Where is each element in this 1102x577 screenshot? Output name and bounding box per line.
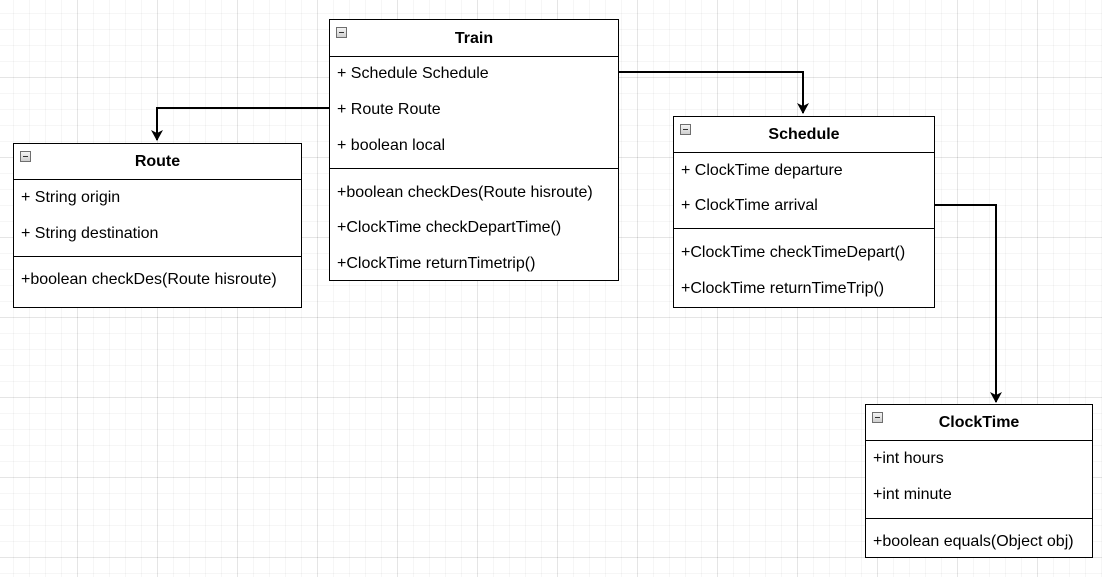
class-clocktime-header[interactable]: ClockTime (866, 405, 1092, 441)
class-route-title: Route (134, 153, 181, 170)
class-schedule-header[interactable]: Schedule (674, 117, 934, 153)
attribute-row[interactable]: + String origin (21, 189, 121, 206)
class-divider (866, 518, 1092, 519)
method-row[interactable]: +boolean equals(Object obj) (873, 533, 1074, 550)
class-route[interactable]: Route + String origin + String destinati… (13, 143, 302, 308)
class-train-title: Train (454, 30, 494, 47)
method-row[interactable]: +ClockTime returnTimetrip() (337, 255, 536, 272)
method-row[interactable]: +boolean checkDes(Route hisroute) (21, 271, 277, 288)
class-clocktime-title: ClockTime (938, 414, 1020, 431)
class-train-header[interactable]: Train (330, 20, 618, 57)
attribute-row[interactable]: + Schedule Schedule (337, 65, 489, 82)
class-train[interactable]: Train + Schedule Schedule + Route Route … (329, 19, 619, 281)
class-divider (14, 256, 301, 257)
attribute-row[interactable]: + Route Route (337, 101, 441, 118)
connector-schedule-clocktime[interactable] (934, 204, 1002, 403)
connector-train-route[interactable] (151, 107, 329, 141)
attribute-row[interactable]: +int hours (873, 450, 944, 467)
class-clocktime[interactable]: ClockTime +int hours +int minute +boolea… (865, 404, 1093, 558)
attribute-row[interactable]: + String destination (21, 225, 159, 242)
connector-train-schedule[interactable] (618, 71, 809, 114)
class-divider (330, 168, 618, 169)
collapse-icon[interactable] (680, 124, 691, 135)
method-row[interactable]: +ClockTime checkTimeDepart() (681, 244, 906, 261)
attribute-row[interactable]: + ClockTime arrival (681, 197, 818, 214)
collapse-icon[interactable] (20, 151, 31, 162)
collapse-icon[interactable] (872, 412, 883, 423)
collapse-icon[interactable] (336, 27, 347, 38)
class-schedule[interactable]: Schedule + ClockTime departure + ClockTi… (673, 116, 935, 308)
attribute-row[interactable]: + ClockTime departure (681, 162, 843, 179)
class-divider (674, 228, 934, 229)
attribute-row[interactable]: +int minute (873, 486, 952, 503)
method-row[interactable]: +ClockTime checkDepartTime() (337, 219, 562, 236)
method-row[interactable]: +ClockTime returnTimeTrip() (681, 280, 885, 297)
method-row[interactable]: +boolean checkDes(Route hisroute) (337, 184, 593, 201)
attribute-row[interactable]: + boolean local (337, 137, 446, 154)
class-schedule-title: Schedule (768, 126, 840, 143)
class-route-header[interactable]: Route (14, 144, 301, 180)
